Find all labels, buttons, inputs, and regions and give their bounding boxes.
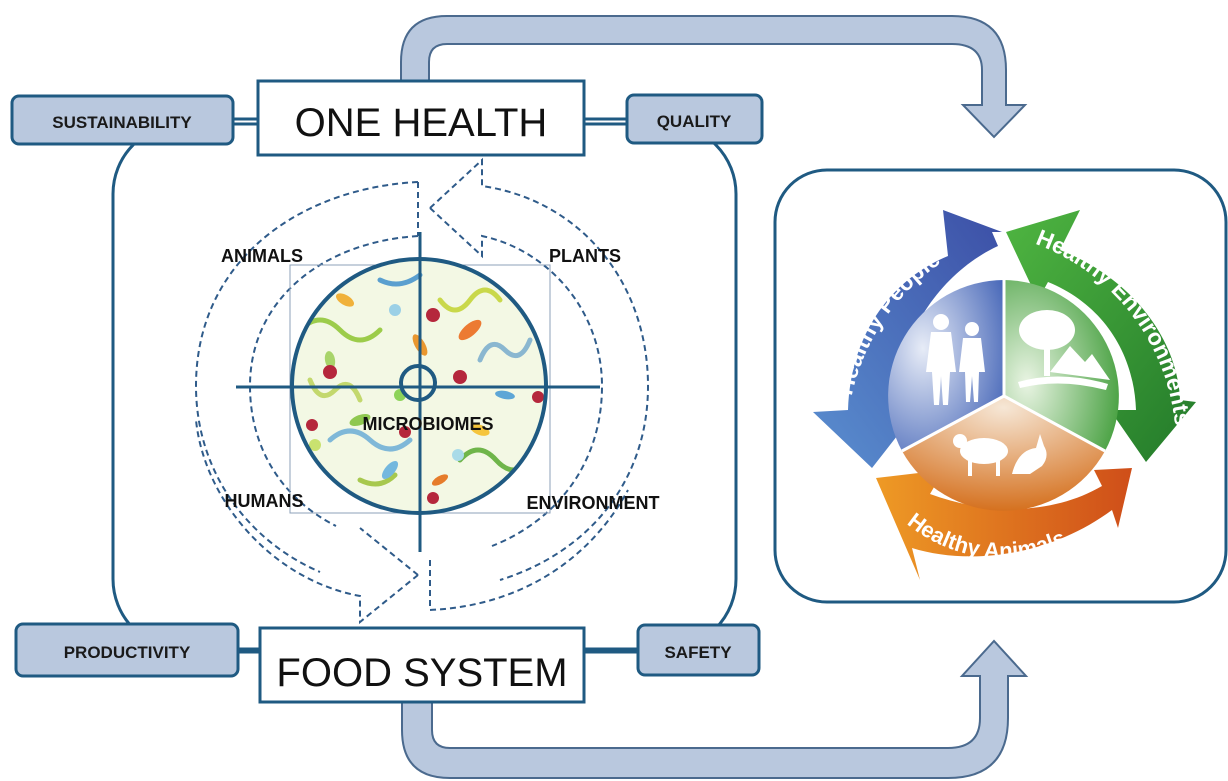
label-humans: HUMANS [225,491,304,511]
label-plants: PLANTS [549,246,621,266]
people-figures-icon [926,314,985,405]
bottom-connector-arrow [401,639,1029,779]
label-animals: ANIMALS [221,246,303,266]
title-one-health: ONE HEALTH [256,79,586,157]
tag-quality: QUALITY [625,93,764,145]
label-environment: ENVIRONMENT [526,493,659,513]
tag-label: SAFETY [664,643,732,662]
tag-label: PRODUCTIVITY [64,643,191,662]
title-text: ONE HEALTH [295,101,548,145]
tag-label: SUSTAINABILITY [52,113,192,132]
tag-sustainability: SUSTAINABILITY [10,94,235,146]
tag-productivity: PRODUCTIVITY [14,622,240,678]
dashed-cycle-arrows [194,157,650,625]
top-connector-arrow [400,15,1028,139]
animals-icon [953,434,1047,476]
title-text: FOOD SYSTEM [276,651,567,695]
tag-safety: SAFETY [636,623,761,677]
health-disc [888,280,1119,511]
title-food-system: FOOD SYSTEM [258,626,586,704]
label-microbiomes: MICROBIOMES [362,414,493,434]
tree-landscape-icon [1018,310,1110,390]
tag-label: QUALITY [657,112,732,131]
